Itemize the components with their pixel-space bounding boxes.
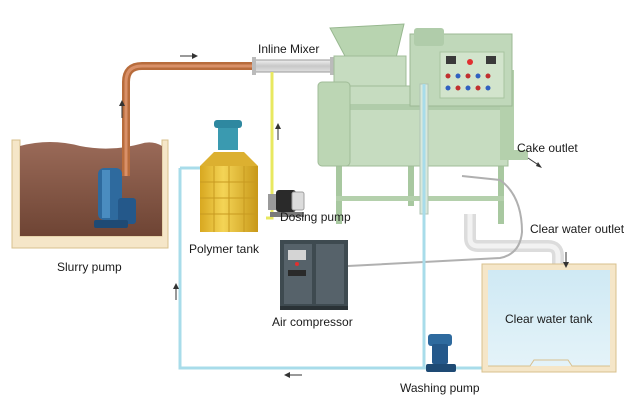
polymer-pipe	[266, 72, 274, 220]
label-slurry-pump: Slurry pump	[57, 260, 122, 274]
flow-arrow-down-clear-water	[563, 252, 569, 268]
flow-arrow-up-polymer	[275, 123, 281, 140]
label-clear-water-tank: Clear water tank	[505, 312, 593, 326]
flow-arrow-cake	[527, 157, 542, 168]
inline-mixer	[252, 57, 334, 75]
polymer-tank	[200, 120, 258, 232]
dewatering-machine	[317, 23, 528, 224]
label-cake-outlet: Cake outlet	[517, 141, 578, 155]
flow-arrow-up-slurry	[119, 100, 125, 118]
flow-arrow-up-wash	[173, 283, 179, 300]
washing-pump	[426, 334, 456, 372]
slurry-pump	[94, 168, 136, 228]
air-pipe	[347, 175, 524, 267]
dosing-pump	[268, 190, 305, 217]
slurry-pit	[11, 139, 169, 249]
wash-water-pipe	[178, 84, 488, 370]
label-clear-water-outlet: Clear water outlet	[530, 222, 625, 236]
clear-water-tank	[481, 263, 617, 373]
label-washing-pump: Washing pump	[400, 381, 480, 395]
label-air-compressor: Air compressor	[272, 315, 353, 329]
air-compressor	[280, 240, 348, 310]
label-inline-mixer: Inline Mixer	[258, 42, 320, 56]
label-polymer-tank: Polymer tank	[189, 242, 260, 256]
label-dosing-pump: Dosing pump	[280, 210, 351, 224]
flow-arrow-left-bottom	[284, 372, 302, 378]
flow-arrow-right-top	[180, 53, 198, 59]
